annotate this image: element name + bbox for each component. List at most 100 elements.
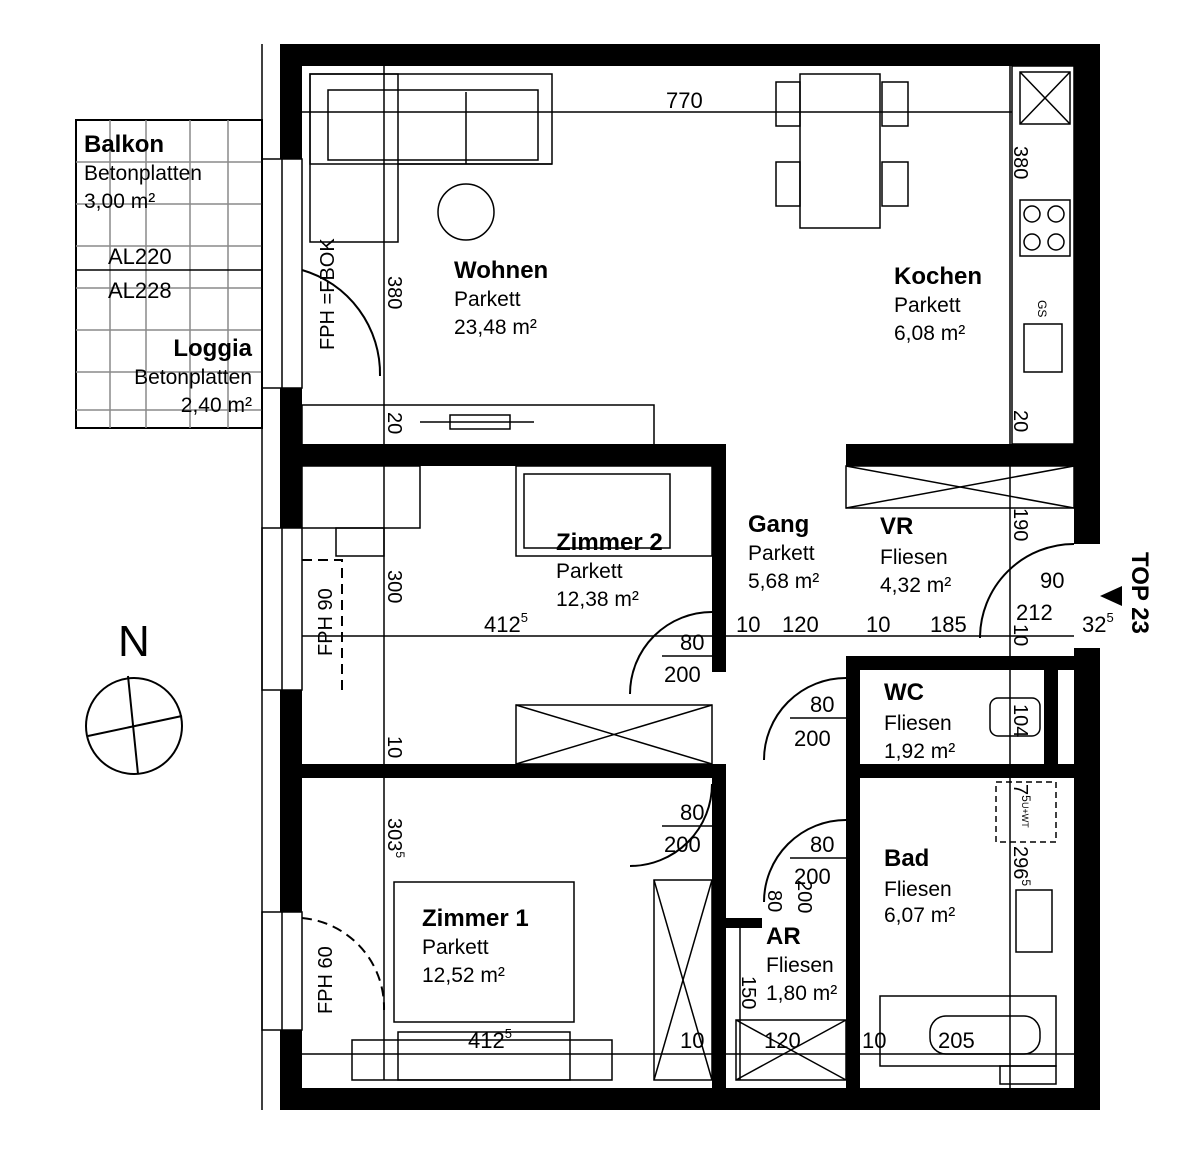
door-height: 200 xyxy=(664,662,701,687)
door-height: 200 xyxy=(794,864,831,889)
dim-380-right: 380 xyxy=(1009,146,1031,179)
room-wohnen: Wohnen Parkett 23,48 m² xyxy=(454,257,548,339)
room-floor: Fliesen xyxy=(766,954,834,977)
dim-770: 770 xyxy=(666,88,703,113)
room-area: 12,38 m² xyxy=(556,588,639,611)
room-area: 4,32 m² xyxy=(880,574,951,597)
gas-label: GS xyxy=(1035,300,1049,317)
room-area: 1,80 m² xyxy=(766,982,837,1005)
room-name: Balkon xyxy=(84,131,164,158)
room-name: WC xyxy=(884,679,924,706)
dim-10-c: 10 xyxy=(1009,624,1031,646)
room-floor: Betonplatten xyxy=(134,366,252,389)
room-ar: AR Fliesen 1,80 m² xyxy=(766,923,837,1005)
room-loggia: Loggia Betonplatten 2,40 m² xyxy=(134,335,253,417)
room-floor: Parkett xyxy=(748,542,815,565)
walls xyxy=(280,44,1100,1110)
room-floor: Parkett xyxy=(454,288,521,311)
door-height: 200 xyxy=(664,832,701,857)
washer-label: U+WT xyxy=(1020,802,1030,828)
dim-150: 150 xyxy=(737,976,759,1009)
room-floor: Betonplatten xyxy=(84,162,202,185)
balcony-level-1: AL220 xyxy=(108,244,172,269)
dim-412-bottom: 4125 xyxy=(468,1026,512,1053)
dim-296: 2965 xyxy=(1009,846,1033,886)
window-parapet-label: FPH 90 xyxy=(315,588,337,656)
room-area: 3,00 m² xyxy=(84,190,155,213)
dim-10-b: 10 xyxy=(866,612,890,637)
room-balkon: Balkon Betonplatten 3,00 m² xyxy=(84,131,202,213)
dim-7: 75 xyxy=(1009,784,1033,802)
room-name: Zimmer 1 xyxy=(422,905,529,932)
dim-10-e: 10 xyxy=(862,1028,886,1053)
room-floor: Parkett xyxy=(894,294,961,317)
room-area: 23,48 m² xyxy=(454,316,537,339)
room-floor: Fliesen xyxy=(884,712,952,735)
dim-185: 185 xyxy=(930,612,967,637)
apartment-number: TOP 23 xyxy=(1126,552,1153,634)
room-bad: Bad Fliesen 6,07 m² xyxy=(884,845,955,927)
dim-212: 212 xyxy=(1016,600,1053,625)
door-height: 200 xyxy=(793,880,815,913)
door-height: 200 xyxy=(794,726,831,751)
dimension-lines xyxy=(302,66,1074,1088)
room-floor: Fliesen xyxy=(884,878,952,901)
room-kochen: Kochen Parkett 6,08 m² xyxy=(894,263,982,345)
dim-120-a: 120 xyxy=(782,612,819,637)
north-label: N xyxy=(118,617,150,666)
room-name: AR xyxy=(766,923,801,950)
dim-20-right: 20 xyxy=(1009,410,1031,432)
room-area: 6,07 m² xyxy=(884,904,955,927)
dim-32: 325 xyxy=(1082,610,1114,637)
dim-380-left: 380 xyxy=(383,276,405,309)
dim-20-left: 20 xyxy=(383,412,405,434)
room-name: Bad xyxy=(884,845,929,872)
doors xyxy=(301,269,1075,1011)
door-size-labels: 80 200 80 200 80 200 80 200 80 200 xyxy=(662,630,846,913)
room-name: Zimmer 2 xyxy=(556,529,663,556)
dim-300: 300 xyxy=(383,570,405,603)
room-name: Gang xyxy=(748,511,809,538)
room-floor: Parkett xyxy=(556,560,623,583)
room-floor: Parkett xyxy=(422,936,489,959)
dim-205: 205 xyxy=(938,1028,975,1053)
room-area: 1,92 m² xyxy=(884,740,955,763)
dim-10-left: 10 xyxy=(383,736,405,758)
entrance-marker xyxy=(1100,586,1122,606)
door-width: 80 xyxy=(810,832,834,857)
door-width: 80 xyxy=(763,890,785,912)
room-area: 6,08 m² xyxy=(894,322,965,345)
balcony-level-2: AL228 xyxy=(108,278,172,303)
door-width: 80 xyxy=(810,692,834,717)
door-width: 80 xyxy=(680,800,704,825)
room-floor: Fliesen xyxy=(880,546,948,569)
north-arrow: N xyxy=(85,617,183,775)
door-width: 80 xyxy=(680,630,704,655)
dim-10-a: 10 xyxy=(736,612,760,637)
room-area: 12,52 m² xyxy=(422,964,505,987)
dim-120-b: 120 xyxy=(764,1028,801,1053)
room-name: Wohnen xyxy=(454,257,548,284)
dim-90: 90 xyxy=(1040,568,1064,593)
dim-303: 3035 xyxy=(383,818,407,858)
dim-412-top: 4125 xyxy=(484,610,528,637)
balcony-tile-grid xyxy=(76,120,262,428)
dim-190: 190 xyxy=(1009,508,1031,541)
window-parapet-label: FPH =FBOK xyxy=(317,238,339,350)
room-name: Loggia xyxy=(173,335,252,362)
room-zimmer-1: Zimmer 1 Parkett 12,52 m² xyxy=(422,905,529,987)
furniture xyxy=(301,65,1075,1085)
room-vr: VR Fliesen 4,32 m² xyxy=(880,513,951,597)
room-area: 2,40 m² xyxy=(181,394,252,417)
dim-104: 104 xyxy=(1009,704,1031,737)
room-name: VR xyxy=(880,513,913,540)
windows xyxy=(261,158,303,1031)
dim-10-d: 10 xyxy=(680,1028,704,1053)
room-zimmer-2: Zimmer 2 Parkett 12,38 m² xyxy=(556,529,663,611)
window-parapet-label: FPH 60 xyxy=(315,946,337,1014)
room-wc: WC Fliesen 1,92 m² xyxy=(884,679,955,763)
room-name: Kochen xyxy=(894,263,982,290)
room-gang: Gang Parkett 5,68 m² xyxy=(748,511,819,593)
dimension-texts: 770 380 380 20 20 300 10 3035 190 4125 1… xyxy=(383,88,1114,1053)
